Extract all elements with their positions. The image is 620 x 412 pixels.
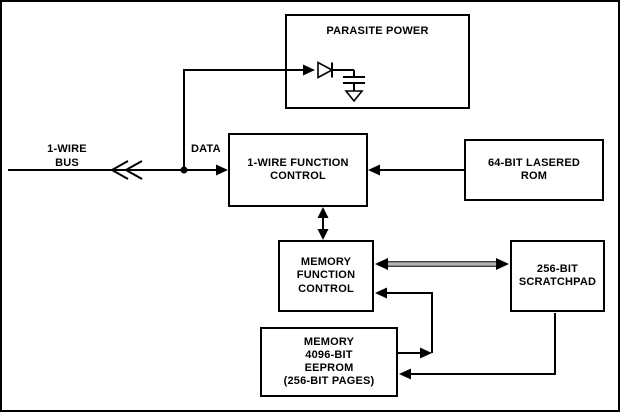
memory-function-control-label: MEMORY FUNCTION CONTROL: [296, 256, 356, 295]
junction-dot: [180, 166, 188, 174]
parasite-power-box: PARASITE POWER: [285, 14, 470, 109]
memory-control-to-scratchpad-arrow: [375, 258, 509, 270]
bus-chevrons-icon: [109, 160, 143, 180]
data-label: DATA: [191, 143, 221, 155]
memory-function-control-box: MEMORY FUNCTION CONTROL: [278, 240, 374, 312]
scratchpad-to-eeprom-arrow: [399, 313, 556, 380]
scratchpad-label: 256-BIT SCRATCHPAD: [518, 262, 597, 288]
control-to-memory-control-arrow: [317, 207, 329, 240]
parasite-power-label: PARASITE POWER: [326, 25, 429, 37]
scratchpad-box: 256-BIT SCRATCHPAD: [510, 240, 605, 312]
eeprom-label: MEMORY 4096-BIT EEPROM (256-BIT PAGES): [283, 335, 375, 388]
one-wire-bus-label: 1-WIRE BUS: [47, 143, 87, 169]
eeprom-box: MEMORY 4096-BIT EEPROM (256-BIT PAGES): [260, 327, 398, 397]
lasered-rom-box: 64-BIT LASERED ROM: [464, 139, 604, 201]
one-wire-function-control-label: 1-WIRE FUNCTION CONTROL: [247, 156, 349, 182]
one-wire-function-control-box: 1-WIRE FUNCTION CONTROL: [228, 133, 368, 207]
lasered-rom-label: 64-BIT LASERED ROM: [487, 156, 581, 182]
rom-to-control-arrow: [368, 164, 464, 176]
